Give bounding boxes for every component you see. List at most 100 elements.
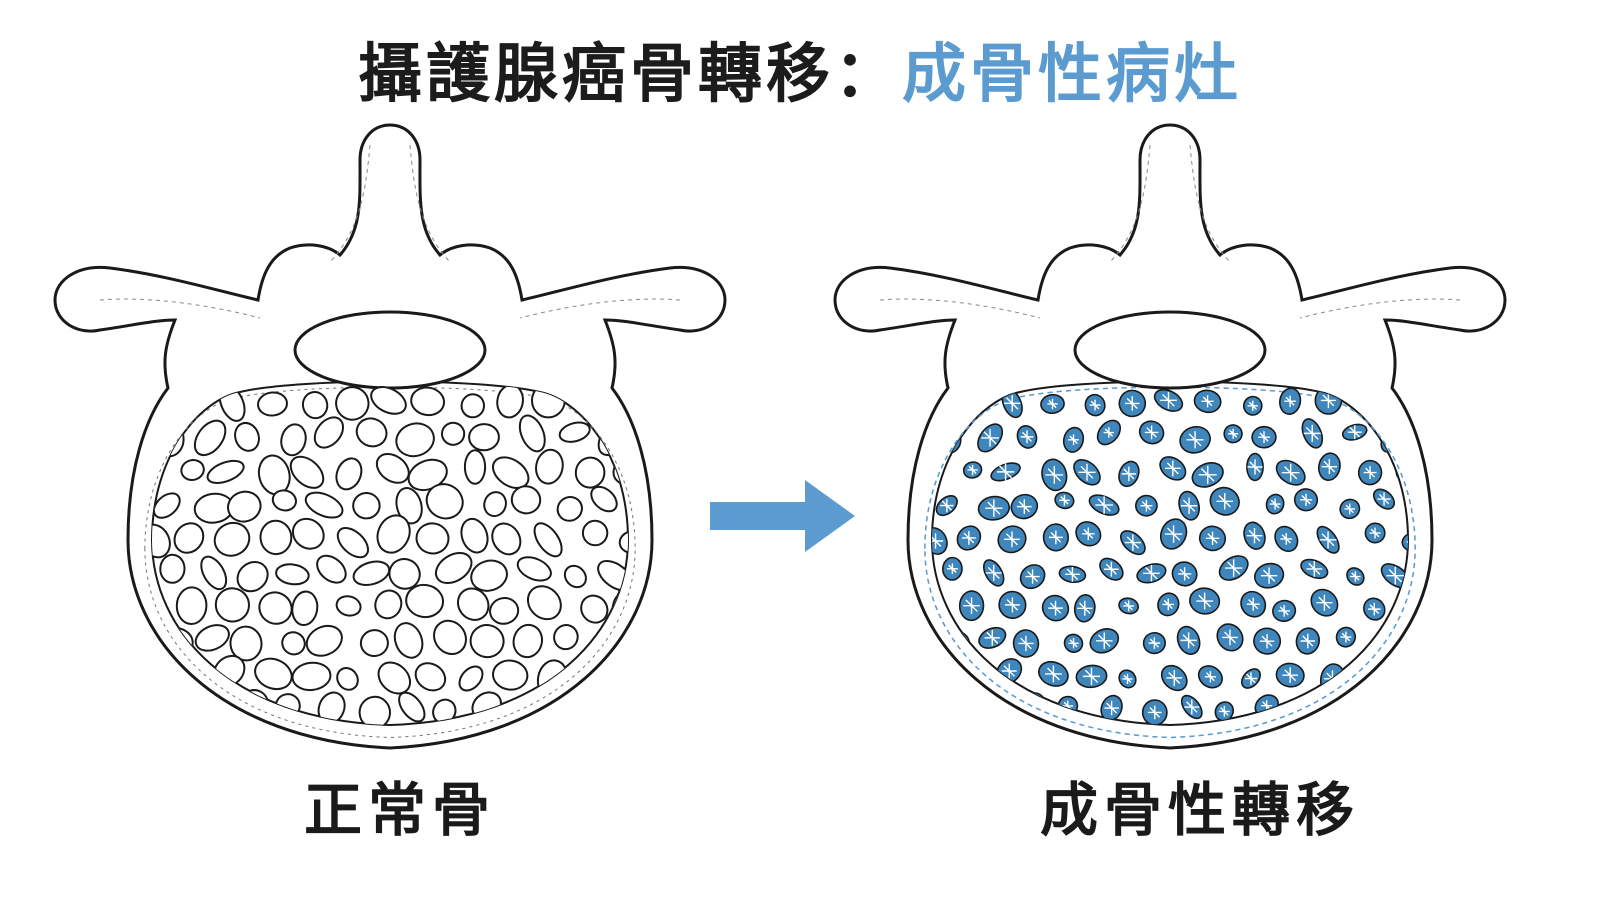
lesion-spicule bbox=[1247, 400, 1258, 411]
lesion-spicule bbox=[1205, 531, 1220, 546]
lesion-spicule bbox=[1368, 602, 1381, 616]
lesion-spicule bbox=[1377, 492, 1391, 506]
trabecular-cell bbox=[152, 492, 181, 519]
lesion-spicule bbox=[1306, 561, 1323, 577]
trabecular-cell bbox=[281, 631, 306, 656]
trabecular-cell bbox=[175, 586, 208, 625]
lesion-spicule bbox=[1340, 631, 1352, 643]
lesion-spicule bbox=[1160, 392, 1177, 409]
trabecular-cell bbox=[214, 587, 250, 623]
lesion-spicule bbox=[1319, 531, 1337, 549]
lesion-spicule bbox=[1281, 463, 1300, 482]
lesion-spicule bbox=[1428, 429, 1443, 444]
lesion-spicule bbox=[1121, 466, 1137, 482]
trabecular-cell bbox=[483, 491, 507, 518]
trabecular-cell bbox=[352, 560, 391, 587]
trabecular-cell bbox=[410, 386, 446, 417]
lesion-spicule bbox=[1198, 465, 1217, 484]
trabecular-cell bbox=[193, 419, 227, 457]
lesion-spicule bbox=[919, 669, 932, 682]
trabecular-cell bbox=[395, 422, 435, 458]
trabecular-cell bbox=[639, 697, 665, 725]
title-prefix: 攝護腺癌骨轉移： bbox=[358, 38, 902, 112]
title-highlight: 成骨性病灶 bbox=[902, 38, 1242, 112]
lesion-spicule bbox=[1218, 706, 1230, 717]
trabecular-cell bbox=[629, 621, 661, 652]
lesion-spicule bbox=[1095, 496, 1113, 514]
lesion-spicule bbox=[1280, 533, 1293, 545]
lesion-spicule bbox=[1124, 534, 1141, 551]
trabecular-cell bbox=[492, 659, 529, 691]
trabecular-cell bbox=[560, 701, 586, 724]
trabecular-cell bbox=[227, 490, 262, 523]
lesion-spicule bbox=[984, 702, 995, 713]
lesion-spicule bbox=[1164, 460, 1181, 477]
lesion-spicule bbox=[1347, 707, 1359, 718]
trabecular-cell bbox=[335, 386, 370, 421]
lesion-spicule bbox=[1140, 499, 1153, 512]
trabecular-cell bbox=[463, 449, 487, 485]
lesion-spicule bbox=[1143, 565, 1160, 582]
lesion-spicule bbox=[961, 531, 976, 545]
trabecular-cell bbox=[425, 483, 464, 520]
trabecular-cell bbox=[180, 459, 205, 481]
trabecular-cell bbox=[533, 522, 563, 558]
trabecular-cell bbox=[173, 522, 205, 554]
trabecular-cell bbox=[433, 619, 467, 656]
trabecular-cell bbox=[301, 391, 329, 420]
trabecular-cell bbox=[358, 695, 392, 725]
lesion-spicule bbox=[1004, 597, 1020, 613]
trabecular-cell bbox=[316, 554, 347, 584]
lesion-spicule bbox=[1148, 637, 1161, 649]
lesion-spicule bbox=[1123, 600, 1135, 612]
lesion-spicule bbox=[1259, 633, 1275, 649]
trabecular-cell bbox=[398, 691, 426, 723]
trabecular-cell bbox=[617, 658, 628, 693]
lesion-cell bbox=[1401, 532, 1408, 552]
lesion-spicule bbox=[1044, 665, 1062, 683]
lesion-spicule bbox=[1258, 431, 1270, 444]
lesion-spicule bbox=[1389, 701, 1402, 714]
arrow-right-icon bbox=[710, 480, 855, 552]
trabecular-cell bbox=[535, 448, 564, 485]
osteoblastic-metastasis-label: 成骨性轉移 bbox=[1039, 776, 1360, 844]
trabecular-cell bbox=[291, 590, 319, 627]
lesion-spicule bbox=[967, 464, 978, 476]
trabecular-cell bbox=[257, 391, 288, 417]
lesion-spicule bbox=[1020, 430, 1034, 444]
lesion-spicule bbox=[1247, 459, 1263, 475]
lesion-spicule bbox=[940, 498, 954, 513]
lesion-spicule bbox=[985, 499, 1003, 517]
lesion-spicule bbox=[1081, 527, 1095, 541]
lesion-cell bbox=[1419, 421, 1451, 452]
trabecular-cell bbox=[355, 417, 388, 448]
lesion-spicule bbox=[1065, 566, 1080, 582]
lesion-spicule bbox=[1178, 567, 1192, 581]
normal-vertebra bbox=[53, 123, 727, 750]
lesion-spicule bbox=[932, 533, 944, 549]
trabecular-cell bbox=[194, 624, 230, 652]
lesion-spicule bbox=[1103, 427, 1115, 438]
trabecular-cell bbox=[553, 624, 579, 651]
trabecular-cell bbox=[200, 555, 228, 591]
trabecular-cell bbox=[152, 661, 161, 690]
trabecular-cell bbox=[580, 594, 609, 624]
trabecular-cell bbox=[388, 558, 421, 590]
lesion-spicule bbox=[1001, 663, 1017, 679]
trabecular-cell bbox=[271, 489, 297, 512]
trabecular-cell bbox=[460, 393, 486, 419]
lesion-spicule bbox=[1405, 666, 1408, 685]
trabecular-cell bbox=[254, 657, 293, 691]
lesion-spicule bbox=[1196, 592, 1213, 610]
trabecular-cell bbox=[275, 563, 310, 586]
lesion-spicule bbox=[1224, 559, 1243, 577]
lesion-spicule bbox=[1077, 600, 1093, 616]
lesion-spicule bbox=[1246, 527, 1263, 544]
trabecular-cell bbox=[434, 551, 473, 585]
trabecular-cell bbox=[516, 556, 552, 582]
lesion-spicule bbox=[1104, 700, 1119, 716]
trabecular-cell bbox=[236, 560, 269, 593]
lesion-spicule bbox=[1282, 667, 1298, 683]
trabecular-cell bbox=[468, 423, 500, 452]
osteoblastic-vertebra bbox=[833, 123, 1507, 750]
